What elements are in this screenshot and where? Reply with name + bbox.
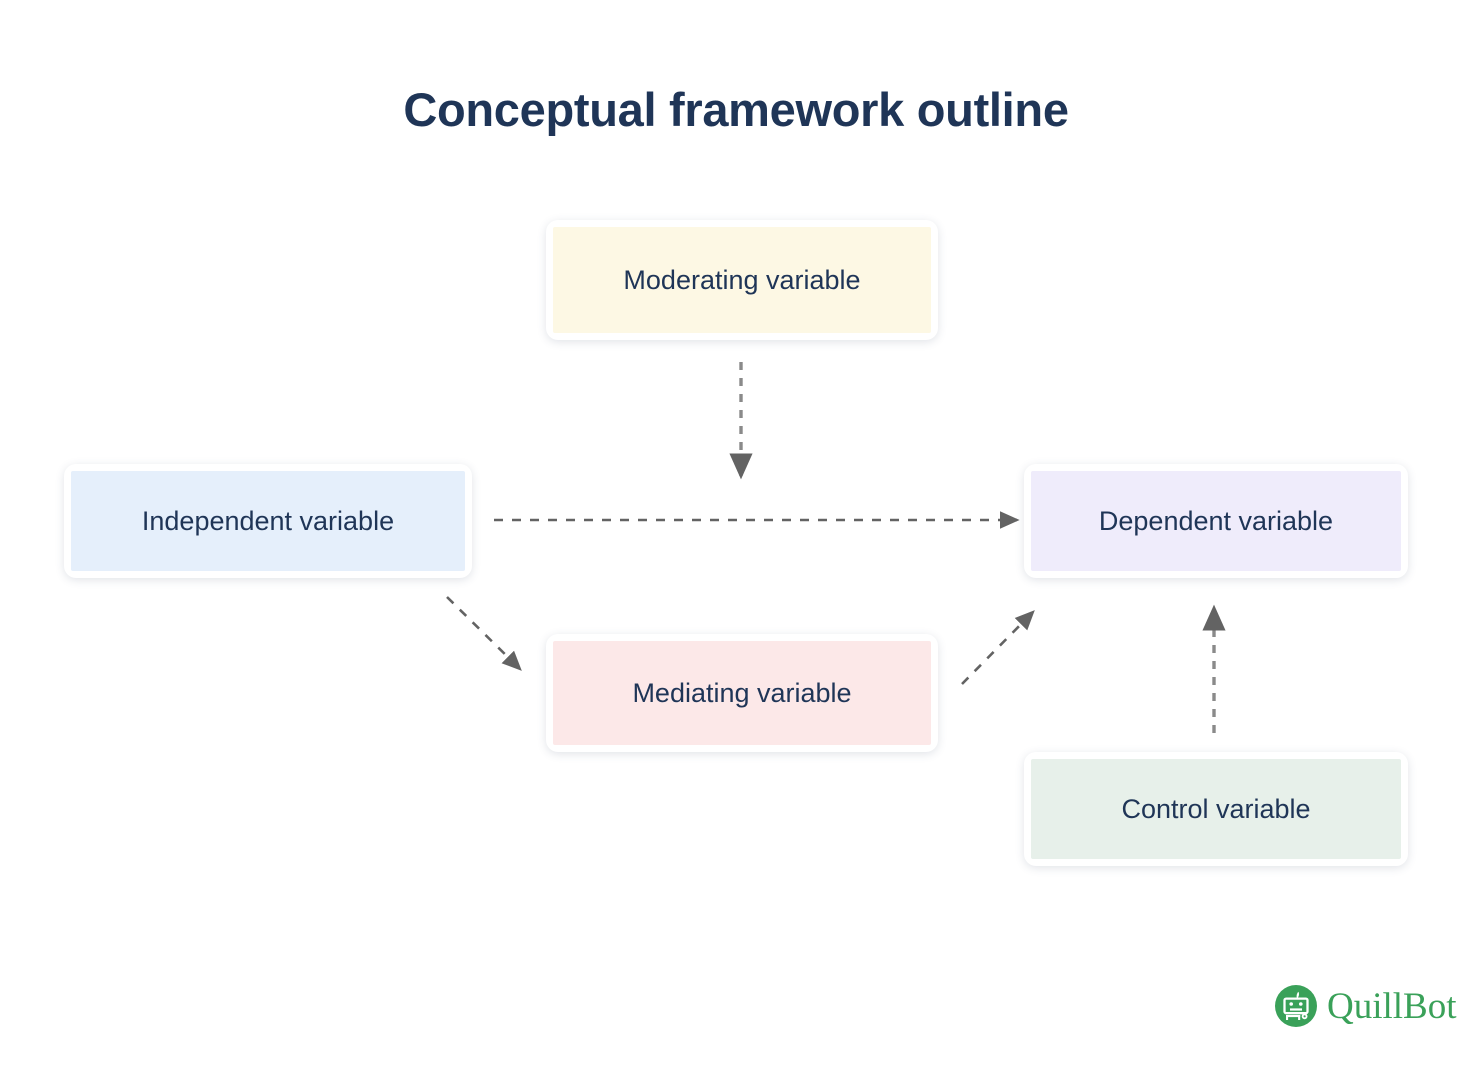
- node-mediating-label: Mediating variable: [632, 677, 852, 708]
- node-dependent-variable[interactable]: Dependent variable: [1024, 464, 1408, 578]
- node-control-label: Control variable: [1121, 793, 1311, 824]
- node-dependent-label: Dependent variable: [1098, 505, 1334, 536]
- node-control-variable[interactable]: Control variable: [1024, 752, 1408, 866]
- quillbot-robot-icon: [1275, 985, 1317, 1027]
- node-mediating-fill: Mediating variable: [553, 641, 931, 745]
- node-moderating-variable[interactable]: Moderating variable: [546, 220, 938, 340]
- node-mediating-variable[interactable]: Mediating variable: [546, 634, 938, 752]
- node-independent-fill: Independent variable: [71, 471, 465, 571]
- quillbot-wordmark: QuillBot: [1327, 985, 1457, 1027]
- node-moderating-fill: Moderating variable: [553, 227, 931, 333]
- edge-mediating-to-dependent: [961, 610, 1035, 685]
- quillbot-logo: QuillBot: [1274, 984, 1457, 1028]
- node-independent-variable[interactable]: Independent variable: [64, 464, 472, 578]
- node-moderating-label: Moderating variable: [623, 264, 861, 295]
- node-dependent-fill: Dependent variable: [1031, 471, 1401, 571]
- node-control-fill: Control variable: [1031, 759, 1401, 859]
- page-title: Conceptual framework outline: [403, 83, 1069, 136]
- node-independent-label: Independent variable: [141, 505, 395, 536]
- edge-independent-to-mediating: [446, 596, 522, 671]
